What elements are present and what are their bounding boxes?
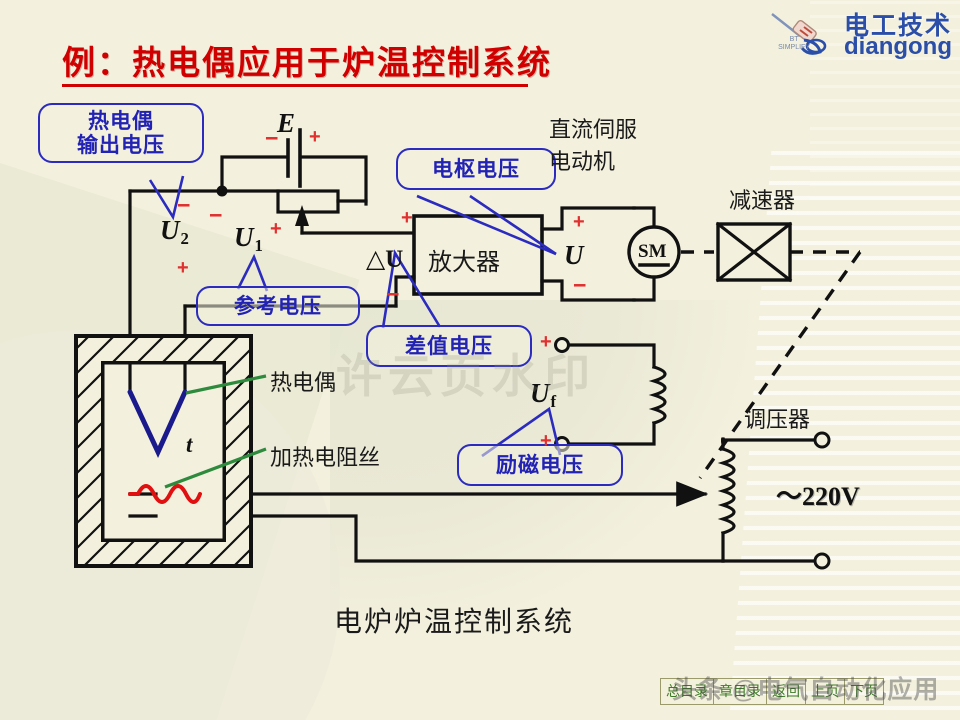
wire-amp-out-plus <box>540 206 636 231</box>
label-delta-U: △U <box>366 246 404 273</box>
leader-heating-wire <box>164 447 267 489</box>
page-title: 例：热电偶应用于炉温控制系统 <box>62 46 552 82</box>
furnace-inner-chamber <box>101 361 226 542</box>
leader-reference-voltage <box>236 253 269 292</box>
label-voltage-regulator: 调压器 <box>744 407 811 432</box>
thermocouple-probe <box>127 389 188 459</box>
reducer-diagonal-2 <box>715 221 793 283</box>
background-stripes-top-right <box>810 0 960 200</box>
callout-difference-voltage: 差值电压 <box>366 325 532 368</box>
leader-difference-voltage <box>381 249 442 329</box>
title-underline <box>62 84 528 87</box>
callout-line-1: 励磁电压 <box>496 453 584 477</box>
wire-motor-top <box>632 206 656 230</box>
bottom-navigation[interactable]: 总目录 章目录 返回 上页 下页 <box>660 678 884 705</box>
callout-leader-lines <box>148 175 562 458</box>
watermark-center: 许云页水印 <box>336 350 596 402</box>
wire-heater-return <box>154 514 725 563</box>
sign-U-plus: + <box>573 211 585 233</box>
label-U2-sub: 2 <box>180 228 189 248</box>
label-reducer: 减速器 <box>729 188 796 213</box>
brand-logo <box>754 6 950 62</box>
leader-excitation-voltage <box>481 406 562 458</box>
logo-subtext: BT SIMPLIFY <box>778 36 810 51</box>
label-U1-sub: 1 <box>254 235 263 255</box>
label-U1-base: U <box>234 222 254 252</box>
sign-U2-minus: − <box>177 192 191 218</box>
wire-motor-bottom <box>632 274 656 302</box>
leader-thermocouple <box>185 374 267 395</box>
callout-line-1: 差值电压 <box>405 334 493 358</box>
sign-U1-plus: + <box>270 218 282 240</box>
heater-coil <box>128 484 202 504</box>
label-Uf-base: U <box>530 378 550 408</box>
potentiometer-body <box>276 189 340 214</box>
callout-reference-voltage: 参考电压 <box>196 286 360 327</box>
sign-U-minus: − <box>573 272 587 298</box>
wire-field-bottom <box>568 421 656 446</box>
label-U2: U2 <box>160 215 189 249</box>
nav-button-toc-chapter[interactable]: 章目录 <box>713 678 766 705</box>
sign-amplifier-in-plus: + <box>401 207 413 229</box>
label-U1: U1 <box>234 222 263 256</box>
sign-E-plus: + <box>309 126 321 148</box>
leader-lines-green <box>164 374 267 489</box>
autotransformer-coil <box>717 446 736 536</box>
label-dc-servo-motor-line2: 电动机 <box>549 149 616 174</box>
callout-line-1: 参考电压 <box>234 294 322 318</box>
label-U2-base: U <box>160 215 180 245</box>
label-amplifier: 放大器 <box>428 250 500 276</box>
label-motor-symbol: SM <box>638 241 667 262</box>
terminal-uf-plus <box>554 337 570 353</box>
label-temperature-t: t <box>186 432 193 457</box>
wire-battery-right <box>300 155 368 206</box>
dash-reducer-to-regulator <box>698 251 862 479</box>
wiper-arrow <box>295 205 309 226</box>
sign-U1-minus: − <box>209 202 223 228</box>
nav-button-back[interactable]: 返回 <box>766 678 805 705</box>
sign-amplifier-in-minus: − <box>386 281 400 307</box>
callout-line-2: 输出电压 <box>77 133 165 158</box>
nav-button-prev-page[interactable]: 上页 <box>805 678 844 705</box>
logo-subtext-line1: BT <box>789 36 799 43</box>
nav-button-toc-all[interactable]: 总目录 <box>660 678 713 705</box>
label-Uf-sub: f <box>550 391 557 411</box>
logo-subtext-line2: SIMPLIFY <box>778 43 810 51</box>
label-heating-resistance-wire: 加热电阻丝 <box>270 445 381 470</box>
wire-field-top <box>568 343 656 369</box>
sign-U2-plus: + <box>177 257 189 279</box>
label-U-armature: U <box>564 240 584 270</box>
diagram-caption: 电炉炉温控制系统 <box>334 607 575 638</box>
label-thermocouple: 热电偶 <box>270 370 337 395</box>
nav-button-next-page[interactable]: 下页 <box>844 678 884 705</box>
callout-line-1: 热电偶 <box>88 109 154 133</box>
label-emf-E: E <box>277 108 296 138</box>
watermark-bottom: 头条 @电气自动化应用 <box>672 676 940 704</box>
wire-amplifier-minus-in <box>394 275 416 308</box>
callout-excitation-voltage: 励磁电压 <box>457 444 623 487</box>
sign-Uf-minus: + <box>540 430 552 452</box>
callout-line-1: 电枢电压 <box>432 157 520 181</box>
leader-armature-voltage-a <box>416 194 557 256</box>
leader-armature-voltage-b <box>469 194 557 256</box>
logo-text-en: diangong <box>844 33 952 60</box>
label-ac-supply: ～220V <box>776 482 860 511</box>
wire-amp-out-minus <box>540 279 636 302</box>
wire-battery-left <box>220 155 288 193</box>
callout-armature-voltage: 电枢电压 <box>396 148 556 191</box>
sign-E-minus: − <box>265 125 279 151</box>
logo-text-cn: 电工技术 <box>843 12 952 40</box>
leader-thermocouple-output-voltage <box>148 175 185 221</box>
callout-thermocouple-output-voltage: 热电偶 输出电压 <box>38 103 204 164</box>
terminal-ac-neutral <box>813 552 831 570</box>
logo-resistor-icon <box>771 13 827 55</box>
terminal-ac-line <box>813 431 831 449</box>
mechanical-coupling-dashed <box>681 250 862 479</box>
sign-Uf-plus: + <box>540 331 552 353</box>
label-dc-servo-motor-line1: 直流伺服 <box>549 117 638 142</box>
label-Uf: Uf <box>530 378 556 412</box>
field-winding-coil <box>648 364 667 426</box>
